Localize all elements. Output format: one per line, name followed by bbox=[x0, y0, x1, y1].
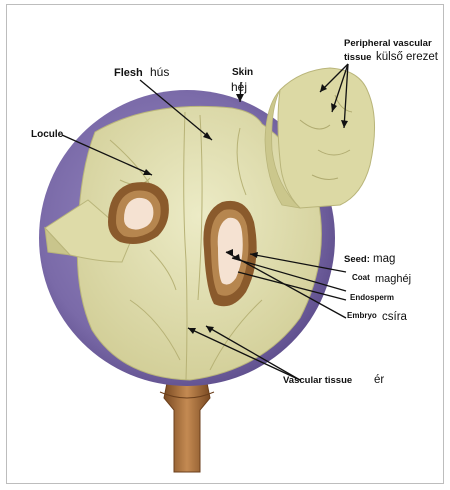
label-vascular-tissue: Vascular tissue bbox=[283, 375, 352, 386]
label-coat-hu: maghéj bbox=[375, 273, 411, 285]
label-embryo: Embryo bbox=[347, 311, 377, 320]
label-locule: Locule bbox=[31, 129, 64, 140]
label-skin: Skin bbox=[232, 67, 253, 78]
label-flesh: Flesh bbox=[114, 67, 143, 79]
label-peripheral-vascular-1: Peripheral vascular bbox=[344, 38, 432, 49]
label-seed-hu: mag bbox=[373, 253, 395, 265]
label-seed: Seed: bbox=[344, 254, 370, 265]
peripheral-flap bbox=[265, 68, 375, 208]
label-peripheral-vascular-hu: külső erezet bbox=[376, 51, 439, 63]
stem bbox=[160, 378, 214, 472]
label-coat: Coat bbox=[352, 273, 370, 282]
label-peripheral-vascular-2: tissue bbox=[344, 52, 371, 63]
label-endosperm: Endosperm bbox=[350, 293, 394, 302]
label-skin-hu: héj bbox=[231, 80, 247, 94]
label-flesh-hu: hús bbox=[150, 65, 169, 79]
label-embryo-hu: csíra bbox=[382, 311, 408, 323]
label-vascular-tissue-hu: ér bbox=[374, 374, 384, 386]
